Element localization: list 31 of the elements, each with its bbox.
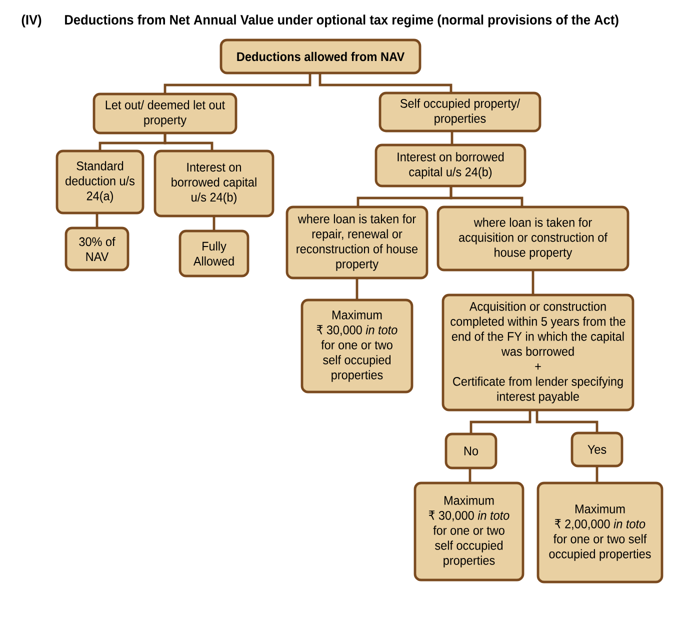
result-box: Fully Allowed: [178, 230, 250, 278]
connector-line: [468, 468, 472, 483]
process-box: Standard deduction u/s 24(a): [56, 150, 144, 214]
result-box: Maximum ₹ 30,000 in toto for one or two self occupied properties: [414, 482, 524, 582]
condition-box: where loan is taken for acquisition or construction of house property: [436, 206, 630, 272]
connector-line: [532, 270, 534, 295]
connector-line: [318, 73, 452, 93]
option-box: No: [444, 432, 498, 470]
condition-box: Acquisition or construction completed within 5 years from the end of the FY in which the capital was borrowed + Certificate from lender specifying interest payable: [442, 294, 634, 412]
connector-line: [536, 410, 598, 433]
connector-line: [212, 216, 216, 231]
category-box: Self occupied property/ properties: [378, 92, 542, 132]
connector-line: [470, 410, 532, 434]
connector-line: [96, 213, 98, 228]
connector-line: [164, 73, 312, 94]
process-box: Interest on borrowed capital u/s 24(b): [374, 144, 526, 188]
connector-line: [596, 466, 598, 483]
result-box: Maximum ₹ 30,000 in toto for one or two self occupied properties: [300, 298, 414, 394]
option-box: Yes: [570, 432, 624, 468]
result-box: Maximum ₹ 2,00,000 in toto for one or two self occupied properties: [536, 482, 664, 584]
title: Deductions from Net Annual Value under optional tax regime (normal provisions of the Act): [65, 14, 618, 28]
connector-line: [164, 133, 214, 151]
process-box: Interest on borrowed capital u/s 24(b): [154, 150, 274, 218]
connector-line: [356, 278, 358, 300]
connector-line: [450, 131, 454, 145]
condition-box: where loan is taken for repair, renewal or reconstruction of house property: [286, 206, 428, 280]
root-box: Deductions allowed from NAV: [220, 38, 422, 74]
section-number: (IV): [22, 14, 42, 28]
category-box: Let out/ deemed let out property: [92, 92, 238, 134]
result-box: 30% of NAV: [64, 226, 130, 272]
connector-line: [450, 186, 524, 207]
